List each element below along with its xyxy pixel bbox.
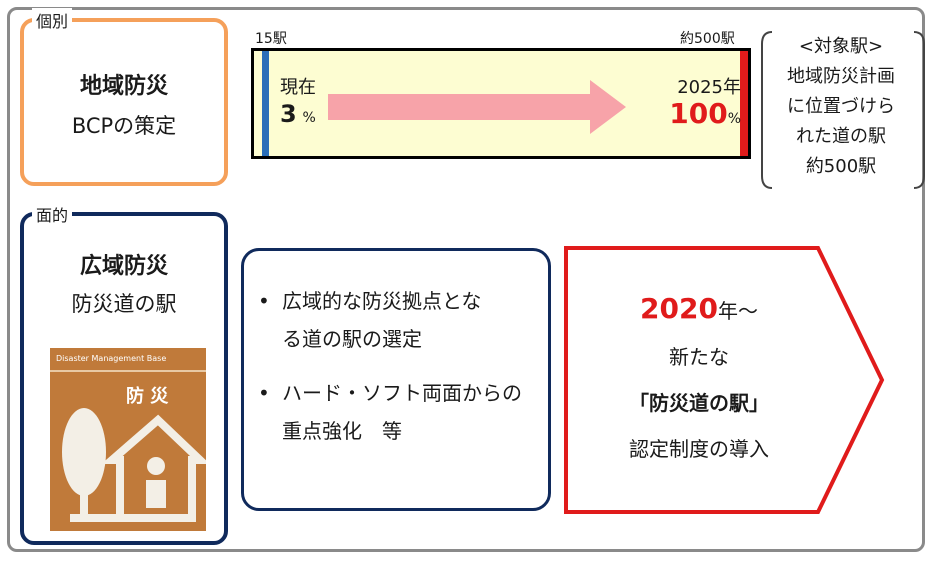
measures-box [241,248,551,511]
current-label: 現在 [280,77,316,98]
disaster-base-logo: Disaster Management Base 防 災 [50,348,206,531]
bullet-icon: • [258,381,270,405]
target-note-line: 地域防災計画 [787,66,895,87]
logo-caption: Disaster Management Base [56,354,167,363]
cta-text: 2020年～ 新たな 「防災道の駅」 認定制度の導入 [568,286,830,472]
target-note-line: に位置づけら [787,96,895,117]
cta-line4: 認定制度の導入 [629,437,769,461]
area-subtitle: 防災道の駅 [71,292,177,316]
progress-start-marker [262,51,269,156]
outer-frame [7,7,925,552]
measures-list: • 広域的な防災拠点とな る道の駅の選定 • ハード・ソフト両面からの 重点強化… [258,282,548,466]
goal-unit: % [727,111,741,127]
shelter-icon [50,370,206,522]
progress-right-label: 約500駅 [680,31,735,47]
measure-line: ハード・ソフト両面からの [282,381,522,405]
measure-line: 広域的な防災拠点とな [282,289,482,313]
progress-arrow [328,80,626,134]
individual-tag: 個別 [32,8,73,32]
cta-pentagon [564,246,885,514]
cta-line2: 新たな [669,345,729,369]
list-item: • ハード・ソフト両面からの 重点強化 等 [258,374,548,450]
individual-title: 地域防災 [79,74,168,99]
individual-box [20,18,228,186]
target-note: <対象駅> 地域防災計画 に位置づけら れた道の駅 約500駅 [766,32,916,182]
current-unit: % [302,110,316,126]
cta-year: 2020 [640,292,718,325]
individual-subtitle: BCPの策定 [71,114,177,138]
target-note-line: れた道の駅 [796,126,886,147]
list-item: • 広域的な防災拠点とな る道の駅の選定 [258,282,548,358]
cta-line3: 「防災道の駅」 [629,391,769,415]
target-brackets [761,31,925,189]
goal-status: 2025年 100% [645,75,741,132]
progress-end-marker [740,51,748,156]
target-note-line: <対象駅> [798,36,884,57]
target-note-line: 約500駅 [805,156,877,177]
current-status: 現在 3 % [280,75,316,131]
goal-value: 100 [669,97,728,130]
bullet-icon: • [258,289,270,313]
area-tag: 面的 [32,202,73,226]
progress-left-label: 15駅 [255,31,287,47]
measure-line: 重点強化 等 [282,419,402,443]
measure-line: る道の駅の選定 [282,327,422,351]
current-value: 3 [280,100,297,128]
logo-text: 防 災 [126,386,169,407]
area-title: 広域防災 [79,254,168,279]
goal-year: 2025年 [677,77,741,98]
cta-year-suffix: 年～ [717,299,758,323]
